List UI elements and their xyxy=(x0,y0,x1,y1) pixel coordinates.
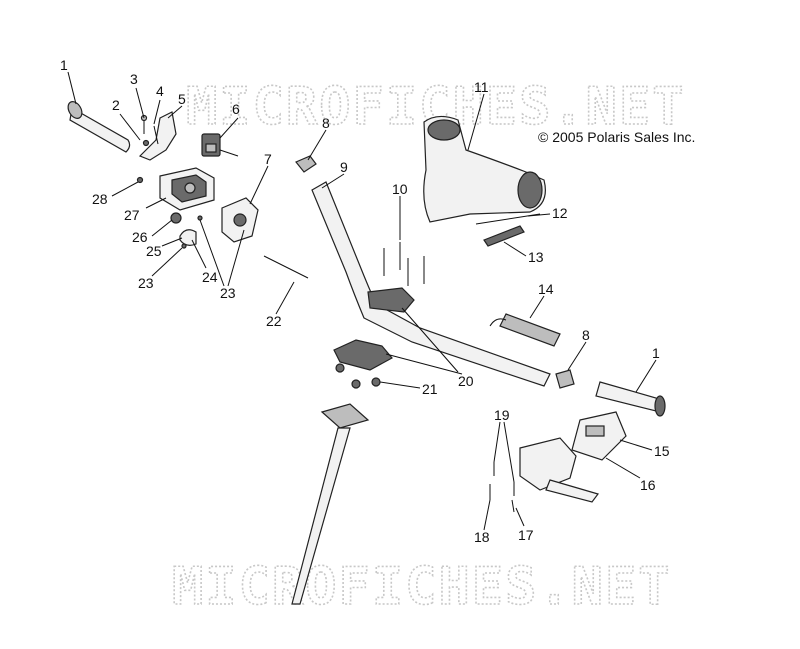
part-steering-post xyxy=(291,403,370,605)
callout-6: 6 xyxy=(232,101,240,117)
part-grip-left xyxy=(67,101,131,153)
callout-23-right: 23 xyxy=(220,285,236,301)
part-screws-2-3 xyxy=(140,114,150,147)
leader-lines xyxy=(67,71,657,531)
callout-26: 26 xyxy=(132,229,148,245)
callout-12: 12 xyxy=(552,205,568,221)
part-screw-23a xyxy=(181,243,187,249)
callout-23-left: 23 xyxy=(138,275,154,291)
callout-22: 22 xyxy=(266,313,282,329)
copyright-text: © 2005 Polaris Sales Inc. xyxy=(538,129,695,145)
part-control-7 xyxy=(221,197,259,243)
part-screw-28 xyxy=(136,176,144,184)
part-bolts-10 xyxy=(383,242,425,286)
callout-3: 3 xyxy=(130,71,138,87)
part-bracket-13 xyxy=(483,225,525,247)
part-nut-26 xyxy=(170,212,182,224)
callout-8-right: 8 xyxy=(582,327,590,343)
callout-2: 2 xyxy=(112,97,120,113)
callout-21: 21 xyxy=(422,381,438,397)
part-cap-25 xyxy=(179,229,197,246)
part-clamp-lower xyxy=(333,339,393,371)
part-handlebar xyxy=(311,181,551,387)
callout-16: 16 xyxy=(640,477,656,493)
part-nut-21b xyxy=(351,379,361,389)
callout-13: 13 xyxy=(528,249,544,265)
callout-18: 18 xyxy=(474,529,490,545)
part-endcap-right xyxy=(555,369,575,389)
part-nut-21a xyxy=(335,363,345,373)
part-pad-11 xyxy=(423,115,546,223)
part-cover-15 xyxy=(571,411,627,461)
callout-19: 19 xyxy=(494,407,510,423)
callout-1-right: 1 xyxy=(652,345,660,361)
callout-14: 14 xyxy=(538,281,554,297)
part-switch-housing xyxy=(159,167,215,211)
callout-20: 20 xyxy=(458,373,474,389)
callout-4: 4 xyxy=(156,83,164,99)
callout-15: 15 xyxy=(654,443,670,459)
part-grip-right xyxy=(595,381,666,417)
part-screw-17 xyxy=(511,499,515,513)
part-nut-21c xyxy=(371,377,381,387)
watermark-bottom: MICROFICHES.NET xyxy=(172,557,672,617)
part-throttle-bracket xyxy=(138,111,177,161)
part-screw-23b xyxy=(197,215,203,221)
callout-8-top: 8 xyxy=(322,115,330,131)
callout-1-left: 1 xyxy=(60,57,68,73)
callout-25: 25 xyxy=(146,243,162,259)
part-master-cylinder xyxy=(519,437,599,503)
callout-7: 7 xyxy=(264,151,272,167)
callout-17: 17 xyxy=(518,527,534,543)
callout-27: 27 xyxy=(124,207,140,223)
part-wire-22 xyxy=(263,255,309,279)
part-connector xyxy=(201,133,239,157)
callout-9: 9 xyxy=(340,159,348,175)
callout-11: 11 xyxy=(474,79,489,95)
part-clamp-upper xyxy=(367,287,415,313)
callout-5: 5 xyxy=(178,91,186,107)
callout-24: 24 xyxy=(202,269,218,285)
part-endcap-top xyxy=(295,155,317,173)
callout-28: 28 xyxy=(92,191,108,207)
callout-10: 10 xyxy=(392,181,408,197)
part-grip-14 xyxy=(489,313,561,347)
